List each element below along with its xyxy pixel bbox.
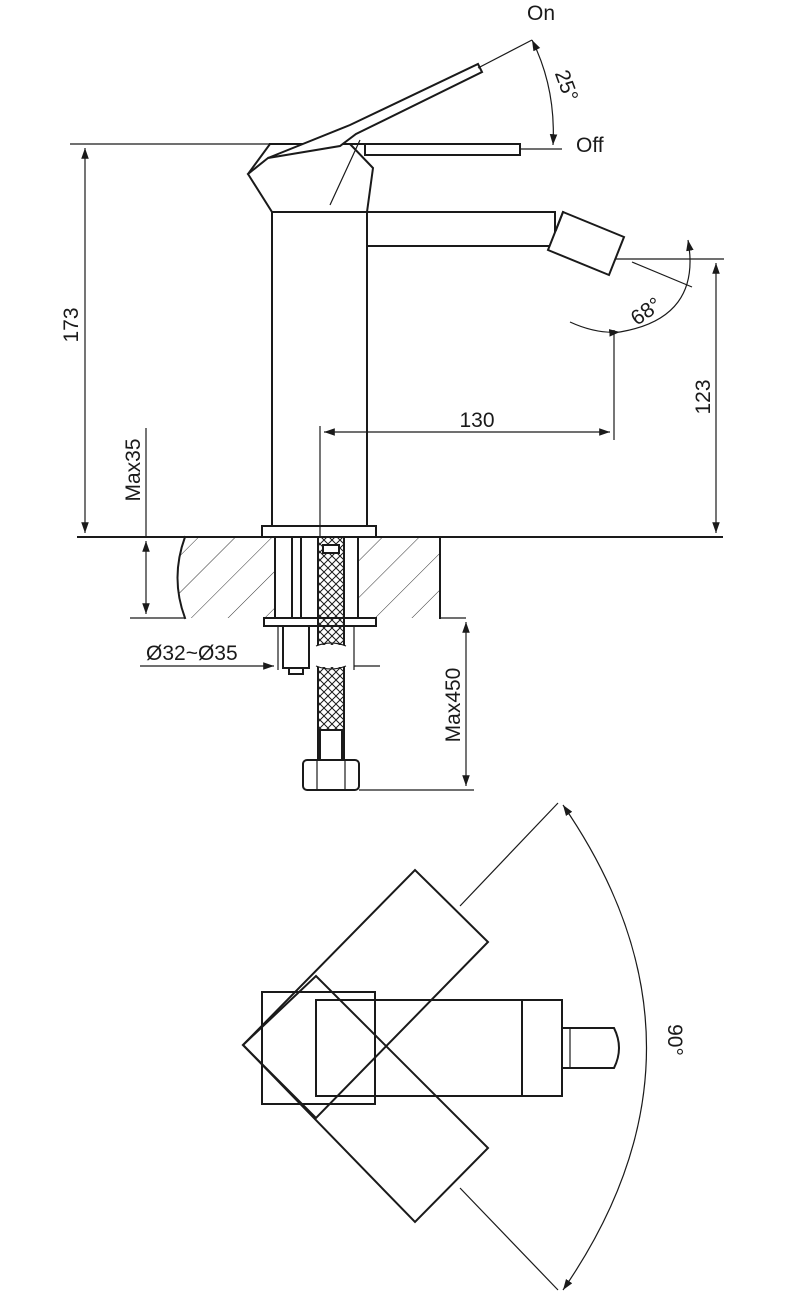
spout-reach-label: 130 <box>459 409 494 432</box>
dimension-max35: Max35 <box>122 428 150 614</box>
on-label: On <box>527 2 555 25</box>
lever-angle-annotation: 25° On Off <box>477 2 604 157</box>
top-outlet <box>561 1027 620 1069</box>
dimension-173: 173 <box>60 143 272 533</box>
rotation-arc <box>562 804 648 1291</box>
lever-angle-label: 25° <box>550 67 582 105</box>
top-lever-position-a <box>241 868 490 1120</box>
top-lever-position-b <box>241 974 490 1224</box>
dimension-hole-diameter: Ø32~Ø35 <box>140 626 380 670</box>
spout-height-label: 123 <box>692 379 715 414</box>
top-base-square <box>261 991 376 1105</box>
height-total-label: 173 <box>60 307 83 342</box>
max-deck-label: Max35 <box>122 438 145 501</box>
off-label: Off <box>576 134 604 157</box>
rotation-angle-label: 90° <box>663 1024 686 1056</box>
dimension-123: 123 <box>615 258 724 533</box>
hole-diameter-label: Ø32~Ø35 <box>146 642 238 665</box>
top-spout-body <box>315 999 523 1097</box>
top-view: 90° <box>241 802 686 1291</box>
hose-length-label: Max450 <box>442 668 465 743</box>
dimension-max450: Max450 <box>359 622 474 791</box>
top-nozzle <box>521 999 563 1097</box>
countertop-section <box>77 535 723 620</box>
dimension-130: 130 <box>319 330 615 537</box>
spout-nozzle <box>546 210 626 277</box>
lever-handle <box>246 62 521 213</box>
mounting-assembly <box>263 536 377 791</box>
side-view: 173 Max35 130 123 Ø32~Ø35 <box>60 2 724 791</box>
faucet-body <box>261 211 556 538</box>
spout-angle-label: 68° <box>627 293 666 330</box>
